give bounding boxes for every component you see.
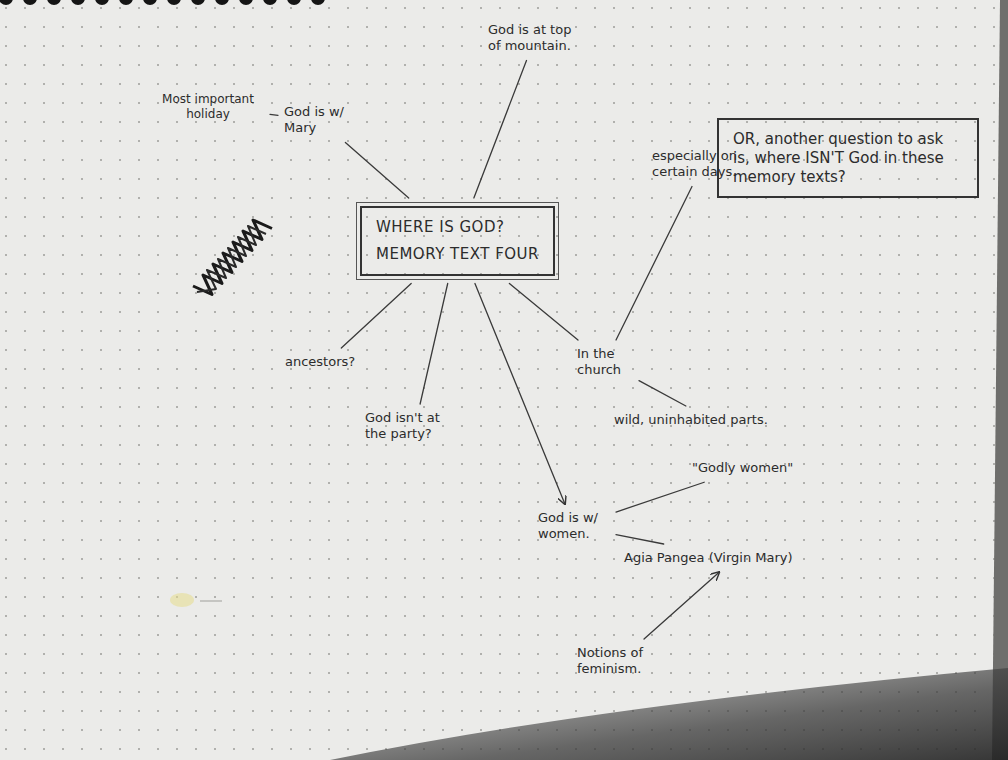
note-text: God is w/ Mary [284, 104, 356, 137]
note-text: OR, another question to ask is, where IS… [733, 130, 963, 186]
branch-note: God is at top of mountain. [486, 20, 584, 57]
branch-note: especially on certain days. [650, 146, 756, 183]
topic-text: WHERE IS GOD? [376, 218, 539, 237]
branch-line [345, 143, 408, 199]
branch-note: God is w/ women. [536, 508, 612, 545]
branch-line [475, 284, 565, 505]
note-text: especially on certain days. [652, 148, 754, 181]
topic-box: WHERE IS GOD? MEMORY TEXT FOUR [360, 206, 555, 276]
branch-note: wild, uninhabited parts. [612, 410, 812, 430]
branch-line [644, 572, 719, 639]
branch-note: "Godly women" [690, 458, 802, 478]
branch-line [616, 187, 692, 341]
note-text: wild, uninhabited parts. [614, 412, 810, 428]
photo-shadow [330, 668, 1008, 760]
branch-line [639, 381, 686, 406]
note-text: Agia Pangea (Virgin Mary) [624, 550, 846, 566]
note-text: Notions of feminism. [577, 645, 661, 678]
note-text: God isn't at the party? [365, 410, 465, 443]
branch-line [616, 482, 704, 512]
note-text: ancestors? [285, 354, 367, 370]
branch-note: God isn't at the party? [363, 408, 467, 445]
note-text: God is w/ women. [538, 510, 610, 543]
branch-note: In the church [575, 344, 635, 381]
branch-note: ancestors? [283, 352, 369, 372]
question-box: OR, another question to ask is, where IS… [717, 118, 979, 198]
branch-note: Notions of feminism. [575, 643, 663, 680]
branch-note: Most important holiday [150, 90, 266, 124]
note-text: "Godly women" [692, 460, 800, 476]
note-text: God is at top of mountain. [488, 22, 582, 55]
branch-line [420, 284, 448, 405]
branch-line [270, 114, 278, 116]
topic-text: MEMORY TEXT FOUR [376, 245, 539, 264]
note-text: Most important holiday [152, 92, 264, 122]
note-text: In the church [577, 346, 633, 379]
branch-note: Agia Pangea (Virgin Mary) [622, 548, 848, 568]
faint-mark [200, 600, 222, 602]
scribble [193, 220, 272, 295]
branch-line [474, 61, 527, 199]
branch-line [341, 284, 411, 349]
page-edge [992, 0, 1008, 760]
spiral-holes [0, 0, 325, 5]
scribble [197, 226, 266, 292]
branch-line [616, 535, 664, 544]
branch-note: God is w/ Mary [282, 102, 358, 139]
yellow-stain [170, 593, 194, 607]
branch-line [509, 284, 578, 341]
